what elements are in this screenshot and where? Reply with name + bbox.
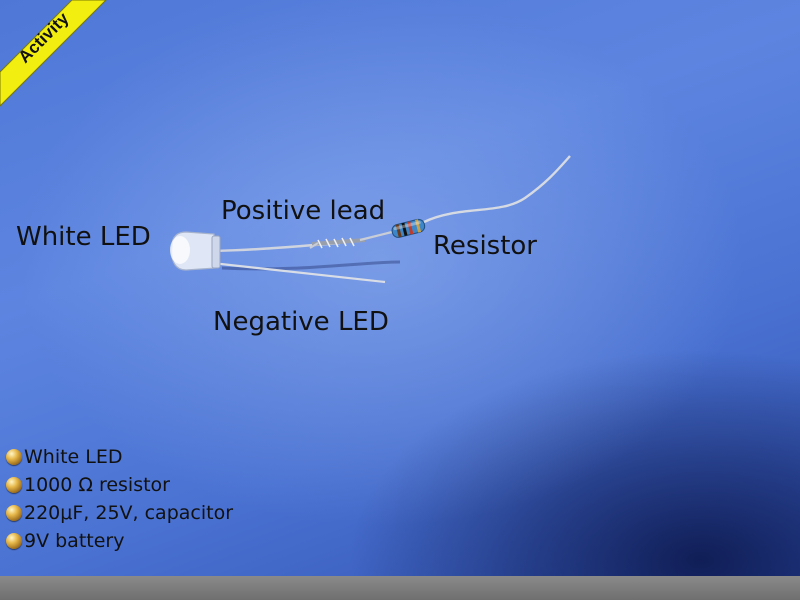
gold-bullet-icon bbox=[6, 505, 22, 521]
activity-banner: Activity bbox=[0, 0, 110, 110]
label-positive-lead: Positive lead bbox=[221, 196, 386, 226]
resistor-lead-right bbox=[423, 155, 571, 224]
gold-bullet-icon bbox=[6, 449, 22, 465]
label-white-led: White LED bbox=[16, 222, 151, 252]
gold-bullet-icon bbox=[6, 477, 22, 493]
list-item: 1000 Ω resistor bbox=[6, 471, 233, 499]
list-item-text: 220μF, 25V, capacitor bbox=[24, 502, 234, 524]
list-item: 9V battery bbox=[6, 527, 233, 555]
list-item: 220μF, 25V, capacitor bbox=[6, 499, 233, 527]
label-negative-led: Negative LED bbox=[213, 307, 389, 337]
wire-twist bbox=[309, 237, 366, 249]
gold-bullet-icon bbox=[6, 533, 22, 549]
list-item-text: White LED bbox=[24, 446, 123, 468]
led-bulb bbox=[170, 231, 221, 271]
bottom-bar bbox=[0, 576, 800, 600]
label-resistor: Resistor bbox=[433, 231, 537, 261]
list-item-text: 9V battery bbox=[24, 530, 125, 552]
resistor-body bbox=[391, 218, 426, 238]
banner-ribbon-icon bbox=[0, 0, 107, 107]
list-item-text: 1000 Ω resistor bbox=[24, 474, 170, 496]
list-item: White LED bbox=[6, 443, 233, 471]
negative-lead-wire bbox=[211, 261, 386, 284]
materials-list: White LED 1000 Ω resistor 220μF, 25V, ca… bbox=[6, 443, 233, 555]
